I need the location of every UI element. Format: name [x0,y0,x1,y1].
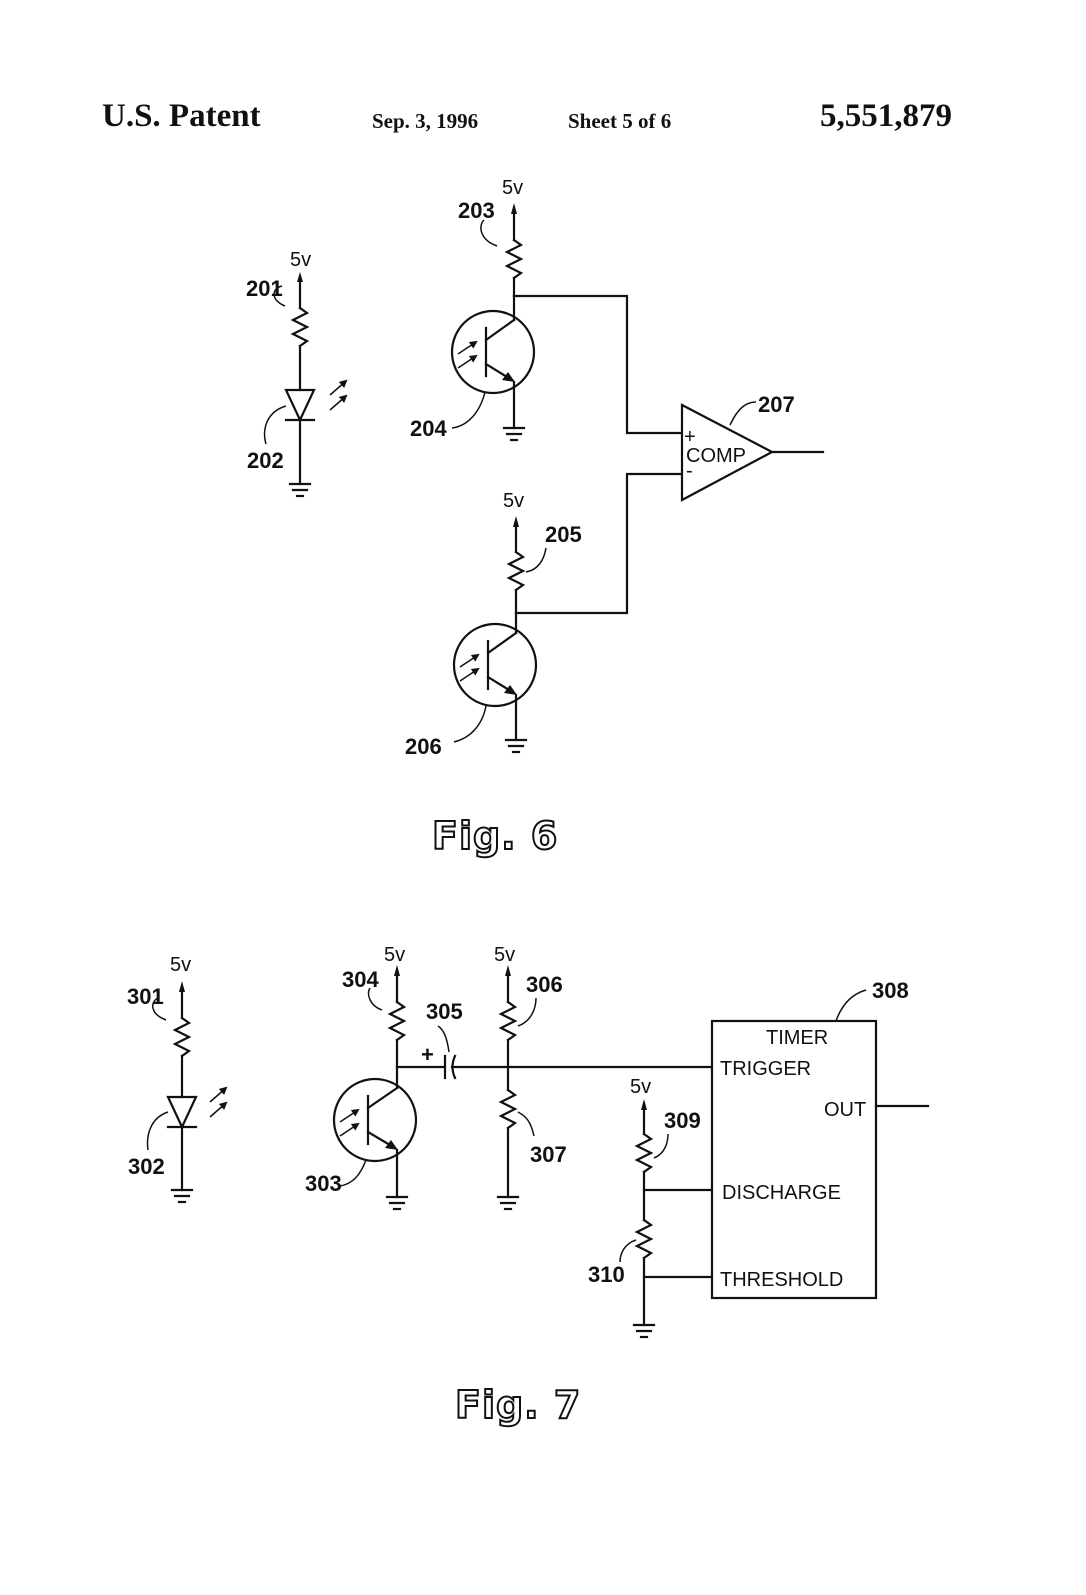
light-ray-icon [209,1086,228,1103]
supply-label: 5v [502,177,523,199]
ref-203: 203 [458,198,495,223]
fig6-phototransistor-206-branch: 5v 205 206 [405,472,682,759]
light-ray-icon [459,653,480,668]
ref-204: 204 [410,416,447,441]
resistor-309 [634,1132,654,1174]
supply-arrow-icon [297,272,303,282]
resistor-306 [498,1000,518,1042]
supply-arrow-icon [511,203,517,214]
header-patent-number: 5,551,879 [820,98,952,134]
led-202-icon [284,388,316,423]
leader-309 [653,1133,669,1159]
resistor-203 [504,238,524,280]
fig6-phototransistor-204-branch: 5v 203 204 [410,177,682,442]
timer-pin-discharge: DISCHARGE [722,1182,841,1204]
leader-307 [517,1111,535,1137]
leader-310 [619,1239,637,1263]
fig6-diagram: 5v 201 202 [246,177,825,859]
fig6-caption: Fig. 6 [432,814,558,858]
ref-305: 305 [426,999,463,1024]
leader-303 [339,1159,367,1187]
phototransistor-206-icon [452,622,538,708]
leader-207 [729,401,757,426]
ref-309: 309 [664,1108,701,1133]
leader-305 [437,1025,450,1053]
ref-307: 307 [530,1142,567,1167]
timer-pin-threshold: THRESHOLD [720,1269,843,1291]
supply-arrow-icon [513,516,519,527]
leader-205 [525,547,547,573]
ref-302: 302 [128,1154,165,1179]
leader-202 [263,405,287,445]
resistor-301 [172,1016,192,1058]
supply-label: 5v [630,1076,651,1098]
comparator-plus-sign: + [684,426,696,448]
supply-arrow-icon [641,1099,647,1110]
resistor-307 [498,1088,518,1130]
comparator-label: COMP [686,445,746,467]
leader-306 [517,997,537,1027]
timer-pin-out: OUT [824,1099,866,1121]
light-ray-icon [457,340,478,355]
leader-203 [480,219,498,247]
leader-302 [146,1111,169,1151]
led-302-icon [166,1095,198,1130]
fig7-led-branch: 5v 301 302 [127,954,228,1204]
header-sheet-number: Sheet 5 of 6 [568,109,672,133]
light-ray-icon [339,1108,360,1123]
fig6-led-branch: 5v 201 202 [246,249,348,498]
resistor-304 [387,1000,407,1042]
phototransistor-303-icon [332,1077,418,1163]
ref-206: 206 [405,734,442,759]
leader-206 [453,705,487,743]
ref-310: 310 [588,1262,625,1287]
fig6-comparator-207: + COMP - 207 [680,392,825,502]
leader-308 [835,989,867,1022]
comparator-icon [680,403,775,502]
supply-arrow-icon [505,965,511,976]
leader-304 [367,987,383,1011]
fig7-resistor-309-310: 5v 309 310 [588,1076,714,1339]
ref-202: 202 [247,448,284,473]
ref-205: 205 [545,522,582,547]
header-patent-title: U.S. Patent [102,98,261,134]
fig7-phototransistor-303-branch: 5v 304 303 [305,944,418,1211]
timer-block [710,1019,878,1300]
leader-301 [152,997,167,1021]
supply-label: 5v [494,944,515,966]
supply-label: 5v [170,954,191,976]
ref-301: 301 [127,984,164,1009]
ref-207: 207 [758,392,795,417]
supply-label: 5v [503,490,524,512]
supply-label: 5v [384,944,405,966]
resistor-310 [634,1218,654,1260]
fig7-timer-308: 308 TIMER TRIGGER OUT DISCHARGE THRESHOL… [710,978,930,1300]
fig7-diagram: 5v 301 302 [127,944,930,1428]
light-ray-icon [329,379,348,396]
fig7-caption: Fig. 7 [455,1383,581,1427]
resistor-205 [506,550,526,592]
ref-306: 306 [526,972,563,997]
ref-304: 304 [342,967,379,992]
fig7-capacitor-305: + 305 [395,999,714,1080]
supply-label: 5v [290,249,311,271]
ref-308: 308 [872,978,909,1003]
leader-201 [273,285,286,307]
comparator-minus-sign: - [686,460,693,482]
phototransistor-204-icon [450,309,536,395]
timer-title: TIMER [766,1027,828,1049]
fig7-resistor-306-307: 5v 306 307 [494,944,567,1211]
resistor-201 [290,306,310,348]
ref-201: 201 [246,276,283,301]
header-date: Sep. 3, 1996 [372,109,479,133]
capacitor-polarity: + [421,1042,434,1067]
ref-303: 303 [305,1171,342,1196]
leader-204 [451,391,486,429]
supply-arrow-icon [394,965,400,976]
supply-arrow-icon [179,981,185,992]
timer-pin-trigger: TRIGGER [720,1058,811,1080]
